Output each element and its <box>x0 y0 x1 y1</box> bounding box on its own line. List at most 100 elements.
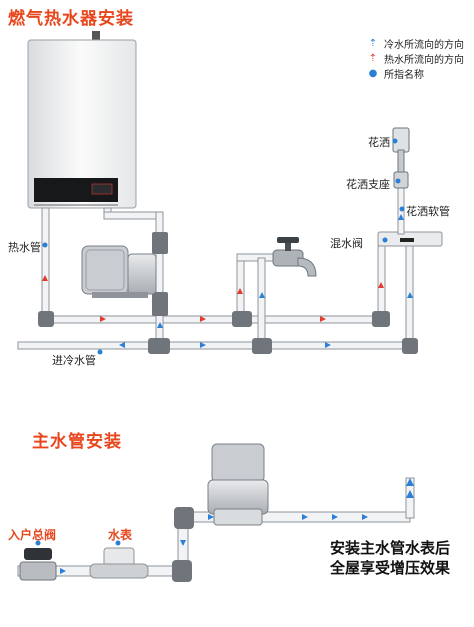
shower-handle <box>397 149 405 173</box>
cold-flow-arrow <box>362 514 368 520</box>
label-mixing-valve: 混水阀 <box>330 237 363 250</box>
heater-exhaust-stub <box>92 31 100 41</box>
tee-fitting <box>148 338 170 354</box>
label-hot-pipe: 热水管 <box>8 241 41 254</box>
cold-flow-arrow <box>332 514 338 520</box>
meter-body <box>89 563 149 579</box>
red-arrow-icon: ⇡ <box>368 52 378 64</box>
pipe-fittings <box>38 232 418 354</box>
tagline-line: 全屋享受增压效果 <box>330 559 451 577</box>
name-dot <box>392 138 398 144</box>
main-shutoff-valve <box>19 548 57 581</box>
label-shower-bracket: 花洒支座 <box>346 178 390 191</box>
label-water-meter: 水表 <box>108 528 133 542</box>
legend-item-name: ● 所指名称 <box>366 66 464 81</box>
hot-flow-arrows <box>42 275 384 322</box>
cold-flow-arrow <box>259 292 265 298</box>
tagline-line: 安装主水管水表后 <box>330 539 451 557</box>
name-dot <box>97 349 103 355</box>
blue-dot-icon: ● <box>368 67 378 79</box>
upper-pipe-network <box>17 207 414 350</box>
cold-flow-arrow <box>406 490 414 498</box>
label-main-valve: 入户总阀 <box>8 528 57 542</box>
elbow-fitting <box>372 311 390 327</box>
pump-motor-rim <box>85 249 125 291</box>
name-dot <box>115 540 121 546</box>
heater-body <box>27 39 137 209</box>
lower-flow-arrows <box>60 478 414 574</box>
hot-flow-arrow <box>320 316 326 322</box>
cold-flow-arrow <box>302 514 308 520</box>
booster-pump-upper <box>81 245 157 298</box>
faucet <box>272 237 317 277</box>
legend-item-hot: ⇡ 热水所流向的方向 <box>366 51 464 66</box>
label-shower: 花洒 <box>368 136 390 149</box>
valve-handle <box>24 548 52 560</box>
cold-flow-arrow <box>157 322 163 328</box>
cold-flow-arrow <box>407 292 413 298</box>
name-dot <box>395 178 401 184</box>
hot-flow-arrow <box>42 275 48 281</box>
legend-text: 冷水所流向的方向 <box>384 40 464 51</box>
elbow-fitting <box>38 311 54 327</box>
elbow-fitting <box>172 560 192 582</box>
pump-outlet-fitting <box>152 232 168 254</box>
faucet-riser-hot <box>236 257 245 319</box>
hot-flow-arrow <box>200 316 206 322</box>
pump-motor <box>81 245 129 295</box>
hot-main-pipe-left <box>41 315 243 324</box>
lower-fittings <box>172 507 194 582</box>
pump-motor <box>211 443 265 483</box>
legend-item-cold: ⇡ 冷水所流向的方向 <box>366 36 464 51</box>
pump-base <box>92 292 148 298</box>
legend: ⇡ 冷水所流向的方向 ⇡ 热水所流向的方向 ● 所指名称 <box>366 36 464 81</box>
cold-flow-arrow <box>398 214 404 220</box>
legend-text: 热水所流向的方向 <box>384 55 464 66</box>
cold-flow-arrow <box>406 478 414 486</box>
name-dot <box>35 540 41 546</box>
cold-heater-elbow-pipe <box>103 211 161 220</box>
label-cold-inlet: 进冷水管 <box>52 354 96 367</box>
cold-flow-arrow <box>208 514 214 520</box>
legend-text: 所指名称 <box>384 70 424 81</box>
cold-flow-arrow <box>180 540 186 546</box>
section-title-main-pipe: 主水管安装 <box>32 432 122 452</box>
faucet-handle <box>277 237 299 243</box>
valve-body <box>19 561 57 581</box>
gas-water-heater <box>27 31 137 209</box>
water-meter <box>89 547 149 579</box>
cold-flow-arrow <box>119 342 125 348</box>
heater-digit-display <box>91 183 113 195</box>
booster-pump-lower <box>207 443 269 526</box>
name-dots-upper <box>42 138 405 355</box>
name-dot <box>42 242 48 248</box>
blue-arrow-icon: ⇡ <box>368 37 378 49</box>
hot-flow-arrow <box>237 288 243 294</box>
faucet-spout <box>297 257 317 277</box>
pump-manifold <box>213 508 263 526</box>
cold-flow-arrow <box>200 342 206 348</box>
name-dots-lower <box>35 540 121 546</box>
elbow-fitting <box>402 338 418 354</box>
label-shower-hose: 花洒软管 <box>406 205 450 218</box>
hot-riser-pipe <box>41 207 50 321</box>
tee-fitting <box>232 311 252 327</box>
hot-flow-arrow <box>378 282 384 288</box>
section-title-heater: 燃气热水器安装 <box>8 9 134 29</box>
mixing-valve-knob <box>400 238 414 242</box>
cold-flow-arrow <box>325 342 331 348</box>
mixing-valve-assembly <box>377 127 443 247</box>
cold-flow-arrow <box>60 568 66 574</box>
faucet-stem <box>285 242 291 251</box>
cold-main-pipe <box>17 341 414 350</box>
cold-flow-arrows <box>119 214 413 348</box>
tee-fitting <box>252 338 272 354</box>
pump-inlet-fitting <box>152 292 168 316</box>
elbow-fitting <box>174 507 194 529</box>
pump-head <box>127 253 157 295</box>
name-dot <box>382 237 388 243</box>
tagline: 安装主水管水表后 全屋享受增压效果 <box>330 538 450 578</box>
name-dot <box>399 206 405 212</box>
